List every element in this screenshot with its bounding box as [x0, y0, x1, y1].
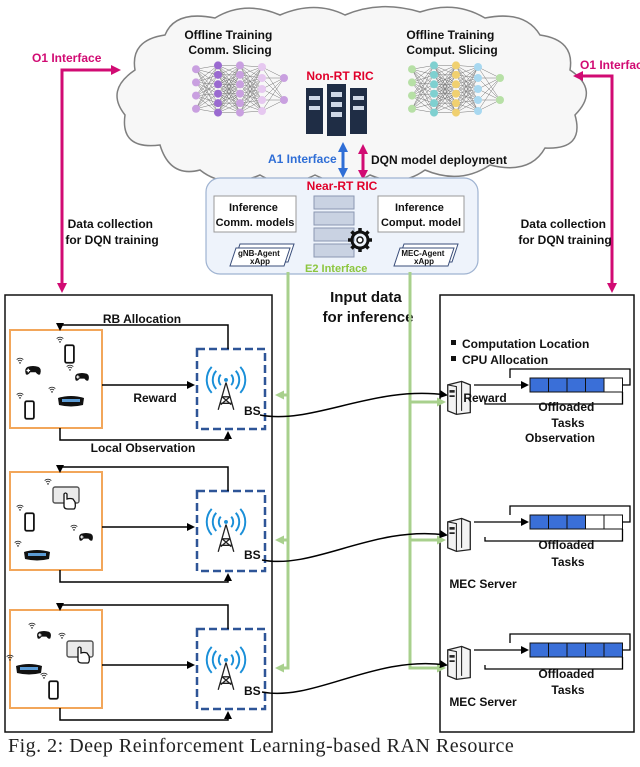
offloaded-tasks-label-1: Offloaded Tasks: [538, 400, 597, 430]
non-rt-ric-server-icon: [306, 84, 367, 136]
svg-text:MEC-Agent xApp: MEC-Agent xApp: [401, 249, 446, 266]
queue-slot: [529, 642, 549, 658]
right-bullets: Computation Location CPU Allocation: [462, 337, 593, 367]
queue-slot: [585, 642, 605, 658]
slice-row-3: [6, 603, 267, 721]
rb-allocation-label: RB Allocation: [103, 312, 181, 326]
observation-label: Observation: [525, 431, 595, 445]
reward-label-left: Reward: [133, 391, 176, 405]
queue-slot: [566, 642, 586, 658]
rb-allocation-arrow: [56, 323, 229, 349]
queue-slot: [603, 514, 623, 530]
vr-icon: [16, 664, 42, 675]
mec-agent-xapp: MEC-Agent xApp: [393, 243, 459, 267]
bullet-square-2: [451, 356, 456, 361]
queue-loop: [509, 505, 631, 523]
svg-text:gNB-Agent xApp: gNB-Agent xApp: [238, 249, 282, 266]
queue-loop: [509, 368, 631, 386]
queue-slot: [548, 514, 568, 530]
queue-slot: [529, 514, 549, 530]
observation-arrow: [59, 570, 232, 583]
bs-label-3: BS: [244, 684, 261, 698]
inference-comp-box: Inference Comput. model: [377, 195, 465, 233]
observation-arrow: [59, 708, 232, 721]
a1-interface-label: A1 Interface: [268, 152, 337, 166]
mec-server-icon: [447, 645, 471, 680]
near-rt-ric-server-icon: [313, 195, 355, 258]
nn-comp-icon: [408, 61, 504, 117]
mec-row-2: [447, 505, 631, 552]
bs-mec-links: [259, 390, 448, 695]
o1-interface-left-label: O1 Interface: [32, 51, 102, 65]
offload-link: [261, 660, 448, 695]
right-panel: [439, 294, 635, 733]
mec-server-icon: [447, 517, 471, 552]
queue-slot: [585, 514, 605, 530]
mec-row-1: [447, 368, 631, 415]
non-rt-ric-label: Non-RT RIC: [306, 69, 374, 83]
vr-icon: [24, 550, 50, 561]
queue-loop: [509, 633, 631, 651]
inference-comm-box: Inference Comm. models: [213, 195, 297, 233]
rb-allocation-arrow: [56, 603, 229, 629]
queue-slot: [603, 377, 623, 393]
e2-lines: [275, 272, 446, 673]
input-data-label: Input data for inference: [323, 289, 414, 326]
mec-server-label-2: MEC Server: [449, 577, 517, 591]
bs-label-1: BS: [244, 404, 261, 418]
phone-icon: [64, 344, 75, 364]
queue-slot: [548, 642, 568, 658]
offload-link: [261, 530, 448, 563]
figure-caption: Fig. 2: Deep Reinforcement Learning-base…: [8, 735, 515, 757]
svg-text:Inference Comm. models: Inference Comm. models: [216, 202, 295, 229]
slice-row-1: [9, 323, 267, 441]
phone-icon: [24, 400, 35, 420]
phone-icon: [24, 512, 35, 532]
e2-interface-label: E2 Interface: [305, 263, 367, 275]
queue-slot: [529, 377, 549, 393]
gnb-agent-xapp: gNB-Agent xApp: [229, 243, 295, 267]
observation-loop: [484, 392, 624, 405]
vr-icon: [58, 396, 84, 407]
nn-comm-icon: [192, 61, 288, 117]
offloaded-tasks-label-2: Offloaded Tasks: [538, 538, 597, 569]
phone-icon: [48, 680, 59, 700]
mec-row-3: [447, 633, 631, 680]
observation-loop: [484, 657, 624, 670]
data-collection-left-label: Data collection for DQN training: [65, 217, 158, 247]
gear-icon: [348, 228, 372, 252]
local-observation-label: Local Observation: [91, 441, 196, 455]
offload-link: [259, 390, 448, 418]
queue-slot: [548, 377, 568, 393]
o1-left-arrow: [57, 65, 121, 293]
offline-comm-title: Offline Training Comm. Slicing: [184, 28, 275, 57]
queue-slot: [566, 514, 586, 530]
bs-label-2: BS: [244, 548, 261, 562]
slice-row-2: [9, 465, 267, 583]
svg-text:Inference Comput. model: Inference Comput. model: [381, 202, 461, 229]
data-collection-right-label: Data collection for DQN training: [518, 217, 611, 247]
offline-comp-title: Offline Training Comput. Slicing: [406, 28, 497, 57]
dqn-deployment-label: DQN model deployment: [371, 153, 507, 167]
bullet-square-1: [451, 340, 456, 345]
observation-loop: [484, 529, 624, 542]
observation-arrow: [59, 428, 232, 441]
mec-server-label-3: MEC Server: [449, 695, 517, 709]
o1-right-arrow: [573, 71, 617, 293]
near-rt-ric-label: Near-RT RIC: [307, 179, 378, 193]
queue-slot: [585, 377, 605, 393]
offloaded-tasks-label-3: Offloaded Tasks: [538, 667, 597, 697]
o1-interface-right-label: O1 Interface: [580, 58, 640, 72]
rb-allocation-arrow: [56, 465, 229, 491]
queue-slot: [603, 642, 623, 658]
left-panel: [4, 294, 273, 733]
queue-slot: [566, 377, 586, 393]
reward-label-right: Reward: [463, 391, 506, 405]
